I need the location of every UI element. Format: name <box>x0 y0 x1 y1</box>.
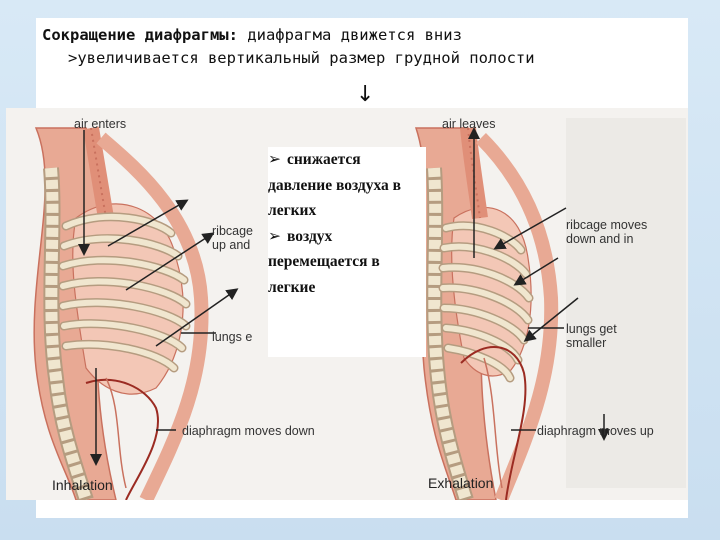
label-diaphragm-up: diaphragm moves up <box>537 424 654 438</box>
down-arrow-icon: ↓ <box>356 82 375 107</box>
heading-line2: >увеличивается вертикальный размер грудн… <box>68 49 535 67</box>
label-lungs-right-2: smaller <box>566 336 607 350</box>
bullet-arrow-icon: ➢ <box>268 226 281 245</box>
callout-text-2: воздух перемещается в легкие <box>268 227 380 296</box>
label-lungs-left: lungs e <box>212 330 253 344</box>
label-diaphragm-down: diaphragm moves down <box>182 424 315 438</box>
label-ribcage-right-2: down and in <box>566 232 634 246</box>
caption-inhalation: Inhalation <box>52 477 113 493</box>
label-ribcage-left-1: ribcage <box>212 224 253 238</box>
label-ribcage-left-2: up and <box>212 238 251 252</box>
bullet-arrow-icon: ➢ <box>268 150 281 168</box>
heading-rest: диафрагма движется вниз <box>237 26 462 44</box>
label-ribcage-right-1: ribcage moves <box>566 218 648 232</box>
heading-bold: Сокращение диафрагмы: <box>42 26 238 44</box>
label-air-leaves: air leaves <box>442 117 496 131</box>
label-air-enters: air enters <box>74 117 127 131</box>
exhalation-torso <box>414 127 559 503</box>
callout-item-1: ➢снижается давление воздуха в легких <box>268 147 426 224</box>
slide-heading: Сокращение диафрагмы: диафрагма движется… <box>42 24 682 70</box>
caption-exhalation: Exhalation <box>428 475 494 491</box>
callout-item-2: ➢воздух перемещается в легкие <box>268 224 426 301</box>
label-lungs-right-1: lungs get <box>566 322 617 336</box>
callout-text-1: снижается давление воздуха в легких <box>268 151 402 219</box>
callout-box: ➢снижается давление воздуха в легких ➢во… <box>268 147 426 357</box>
